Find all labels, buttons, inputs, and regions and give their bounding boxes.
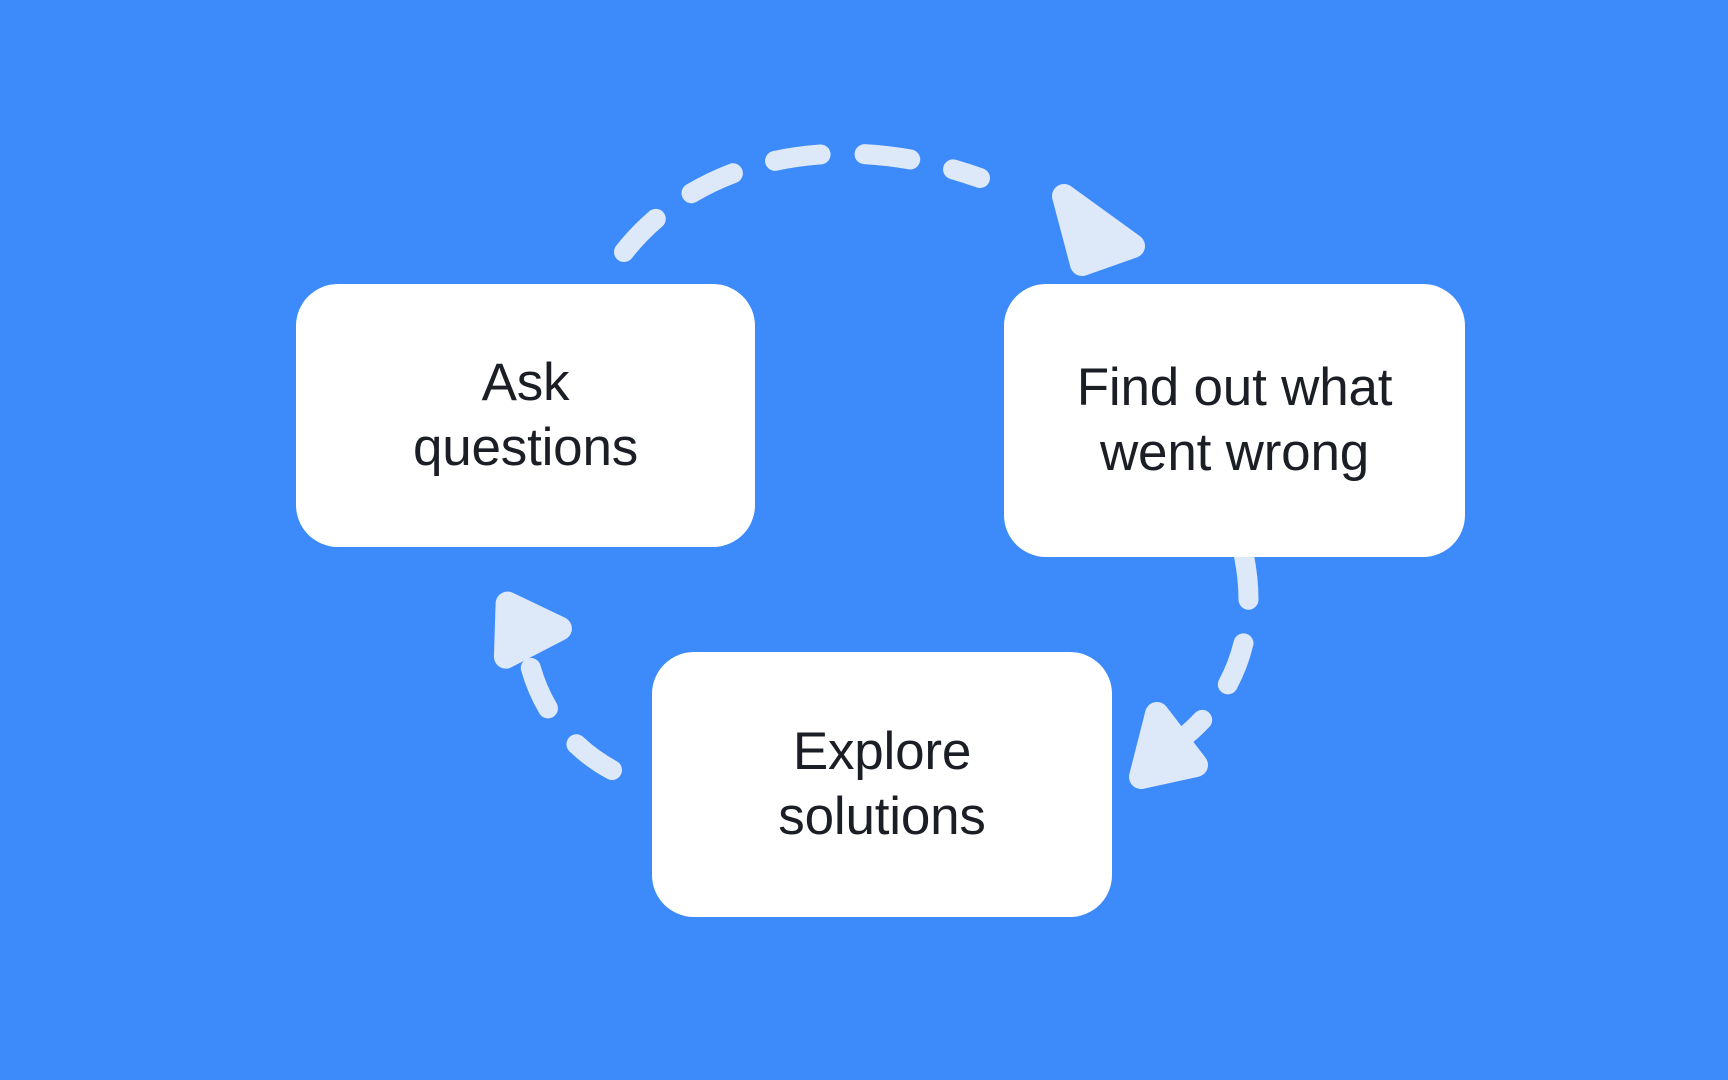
connector-find-to-explore-arrowhead <box>1129 702 1208 789</box>
connector-ask-to-find-arrowhead <box>1052 184 1145 276</box>
node-label-find-out-what-went-wrong: Find out what went wrong <box>1076 357 1393 482</box>
node-card-explore-solutions[interactable]: Explore solutions <box>652 652 1112 917</box>
node-card-find-out-what-went-wrong[interactable]: Find out what went wrong <box>1004 284 1465 557</box>
node-card-ask-questions[interactable]: Ask questions <box>296 284 755 547</box>
connector-ask-to-find <box>614 143 1145 276</box>
connector-find-to-explore <box>1129 546 1259 789</box>
connector-find-to-explore-path <box>1170 546 1259 750</box>
connector-ask-to-find-path <box>614 143 990 262</box>
node-label-ask-questions: Ask questions <box>412 352 639 477</box>
connector-explore-to-ask <box>493 591 622 780</box>
connector-explore-to-ask-arrowhead <box>493 591 572 669</box>
connector-explore-to-ask-path <box>514 618 622 780</box>
node-label-explore-solutions: Explore solutions <box>778 721 986 846</box>
